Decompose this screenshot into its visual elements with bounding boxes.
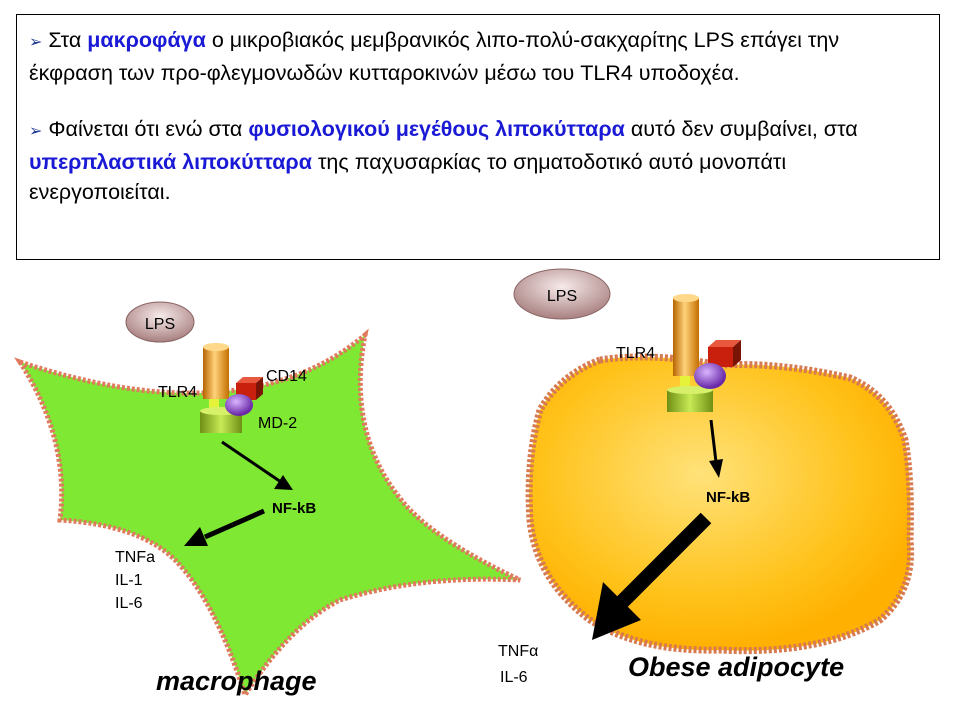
adipocyte-cd14-cube xyxy=(708,340,741,367)
tlr4-base-top xyxy=(667,386,713,394)
tlr4-base xyxy=(200,411,242,433)
macrophage-tlr4-receptor xyxy=(200,343,242,433)
adipocyte-cytokine-il6: IL-6 xyxy=(500,669,528,686)
adipocyte-md2-sphere xyxy=(694,363,726,389)
macrophage-cytokine-il1: IL-1 xyxy=(115,572,143,589)
para1-text-2: ο μικροβιακός μεμβρανικός λιπο-πολύ-σακχ… xyxy=(29,28,840,85)
tlr4-cylinder xyxy=(203,347,229,399)
macrophage-cytokine-il6: IL-6 xyxy=(115,595,143,612)
bullet-arrow-icon: ➢ xyxy=(29,34,43,51)
macrophage-cd14-label: CD14 xyxy=(266,368,307,385)
macrophage-cell xyxy=(14,328,522,701)
adipocyte-arrow-to-nfkb xyxy=(709,419,723,478)
adipocyte-arrow-to-cytokines xyxy=(592,512,712,640)
para2-text-3: της παχυσαρκίας το σηματοδοτικό αυτό μον… xyxy=(29,150,787,204)
macrophage-nfkb-label: NF-kB xyxy=(272,500,316,517)
macrophage-tlr4-label: TLR4 xyxy=(158,384,197,401)
macrophage-cd14-cube xyxy=(236,377,263,400)
tlr4-cylinder xyxy=(673,298,699,376)
adipocyte-tlr4-label: TLR4 xyxy=(616,345,655,362)
adipocyte-title: Obese adipocyte xyxy=(628,652,844,682)
macrophage-lps-label: LPS xyxy=(145,316,175,333)
adipocyte-lps-blob xyxy=(513,268,611,320)
tlr4-stem xyxy=(680,376,690,390)
macrophage-lps-blob xyxy=(125,301,195,343)
adipocyte-tlr4-receptor xyxy=(667,294,713,412)
tlr4-cylinder-top xyxy=(673,294,699,302)
macrophage-arrow-to-nfkb xyxy=(221,440,293,490)
paragraph-macrophage: ➢ Στα μακροφάγα ο μικροβιακός μεμβρανικός… xyxy=(29,25,925,88)
paragraph-adipocytes: ➢ Φαίνεται ότι ενώ στα φυσιολογικού μεγέθ… xyxy=(29,114,925,207)
adipocyte-membrane xyxy=(525,353,915,655)
para2-highlight-hyperplastic-adipocytes: υπερπλαστικά λιποκύτταρα xyxy=(29,150,312,174)
para2-text-2: αυτό δεν συμβαίνει, στα xyxy=(624,117,858,141)
adipocyte-lps-label: LPS xyxy=(547,288,577,305)
macrophage-membrane xyxy=(14,328,522,701)
tlr4-base xyxy=(667,390,713,412)
info-text-box: ➢ Στα μακροφάγα ο μικροβιακός μεμβρανικός… xyxy=(16,14,940,260)
bullet-arrow-icon: ➢ xyxy=(29,123,43,140)
para1-highlight-macrophages: μακροφάγα xyxy=(87,28,206,52)
macrophage-md2-label: MD-2 xyxy=(258,415,297,432)
adipocyte-nfkb-label: NF-kB xyxy=(706,489,750,506)
para1-text-1: Στα xyxy=(48,28,88,52)
macrophage-arrow-to-cytokines xyxy=(184,508,266,546)
macrophage-cytokine-tnfa: TNFa xyxy=(115,549,155,566)
tlr4-cylinder-top xyxy=(203,343,229,351)
adipocyte-cytokine-tnfa: TNFα xyxy=(498,643,538,660)
macrophage-md2-sphere xyxy=(225,394,253,416)
tlr4-stem xyxy=(209,399,219,411)
para2-highlight-normal-adipocytes: φυσιολογικού μεγέθους λιποκύτταρα xyxy=(248,117,625,141)
para2-text-1: Φαίνεται ότι ενώ στα xyxy=(48,117,249,141)
adipocyte-cell xyxy=(525,353,915,655)
macrophage-title: macrophage xyxy=(156,666,317,696)
